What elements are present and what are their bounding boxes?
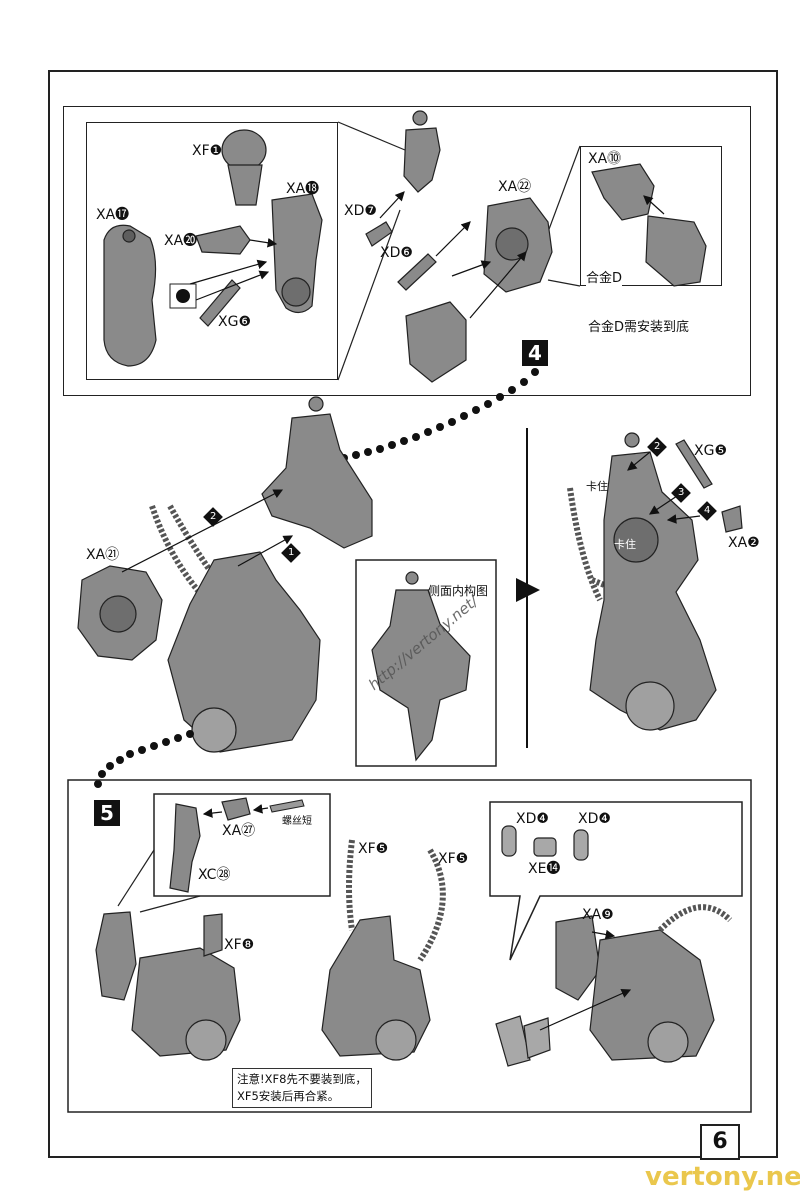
- label-xa22: XA㉒: [498, 179, 532, 195]
- next-arrow: [516, 578, 540, 602]
- part-step5-a: [95, 911, 241, 1061]
- part-xa2: [721, 505, 743, 533]
- label-xa2: XA❷: [728, 535, 760, 551]
- label-clamp-2: 卡住: [614, 538, 636, 551]
- part-xg5: [675, 439, 713, 489]
- label-xa21: XA㉑: [86, 547, 120, 563]
- part-leg-joints: [495, 1015, 551, 1067]
- part-xa18: [271, 193, 323, 314]
- label-xa17: XA⓱: [96, 207, 130, 223]
- page-number-box: 6: [700, 1124, 740, 1160]
- label-xa18: XA⓲: [286, 181, 320, 197]
- step4-detail-box: [86, 122, 338, 380]
- label-xa27: XA㉗: [222, 823, 256, 839]
- step4-badge: 4: [522, 340, 548, 366]
- label-xc28: XC㉘: [198, 867, 231, 883]
- part-xg6: [199, 279, 241, 327]
- part-xf1: [221, 129, 267, 206]
- label-xg5: XG❺: [694, 443, 727, 459]
- part-screw: [269, 799, 305, 813]
- label-xe14: XE⓮: [528, 861, 561, 877]
- part-xa10: [591, 163, 655, 221]
- step5-note: 注意!XF8先不要装到底，XF5安装后再合紧。: [232, 1068, 372, 1108]
- part-alloy-d: [645, 215, 707, 287]
- step4-note: 合金D需安装到底: [588, 320, 690, 335]
- part-xd-joints: [501, 825, 589, 861]
- step5-badge: 5: [94, 800, 120, 826]
- part-xc28: [169, 803, 201, 893]
- label-xd6: XD❻: [380, 245, 413, 261]
- part-upper-frame: [403, 110, 441, 193]
- part-xa21: [77, 565, 163, 661]
- dotted-connector-5: [94, 730, 194, 788]
- part-step5-b: [321, 915, 431, 1061]
- part-xd6: [397, 253, 437, 291]
- part-alloy-block: [405, 301, 467, 383]
- label-alloy-d: 合金D: [586, 267, 623, 286]
- part-main-body: [167, 551, 321, 753]
- part-xd7: [365, 221, 393, 247]
- part-step5-c: [555, 915, 715, 1063]
- label-clamp-1: 卡住: [586, 480, 608, 493]
- alloy-detail-box: [580, 146, 722, 286]
- cables-step5c: [657, 904, 733, 933]
- step4-panel: [63, 106, 751, 396]
- part-side-view: [371, 571, 471, 762]
- label-xf8: XF❽: [224, 937, 255, 953]
- part-xf8: [203, 913, 223, 957]
- label-xf5b: XF❺: [438, 851, 469, 867]
- label-xa10: XA⓾: [588, 151, 622, 167]
- label-xd4b: XD❹: [578, 811, 611, 827]
- label-xd7: XD❼: [344, 203, 377, 219]
- part-assembled-right: [589, 432, 717, 731]
- side-view-title: 侧面内构图: [428, 584, 489, 598]
- label-screw: 螺丝短: [282, 816, 312, 827]
- label-xd4a: XD❹: [516, 811, 549, 827]
- label-xa20: XA⓴: [164, 233, 198, 249]
- page-frame: [48, 70, 778, 1158]
- part-upper-assembly: [261, 396, 373, 549]
- watermark-site: vertony.net: [645, 1162, 800, 1192]
- part-xa27: [221, 797, 251, 821]
- callout-lines: [337, 121, 581, 381]
- part-xa20: [195, 225, 251, 255]
- part-xa17: [103, 224, 157, 367]
- part-xa22: [483, 197, 553, 293]
- page-number: 6: [712, 1129, 728, 1154]
- label-xf1: XF❶: [192, 143, 223, 159]
- hole-dot: [176, 289, 190, 303]
- label-xf5a: XF❺: [358, 841, 389, 857]
- label-xg6: XG❻: [218, 314, 251, 330]
- cables-xf5: [346, 839, 446, 962]
- dotted-connector-4: [340, 368, 539, 462]
- label-xa9: XA❾: [582, 907, 614, 923]
- step5-panel: [67, 779, 752, 1113]
